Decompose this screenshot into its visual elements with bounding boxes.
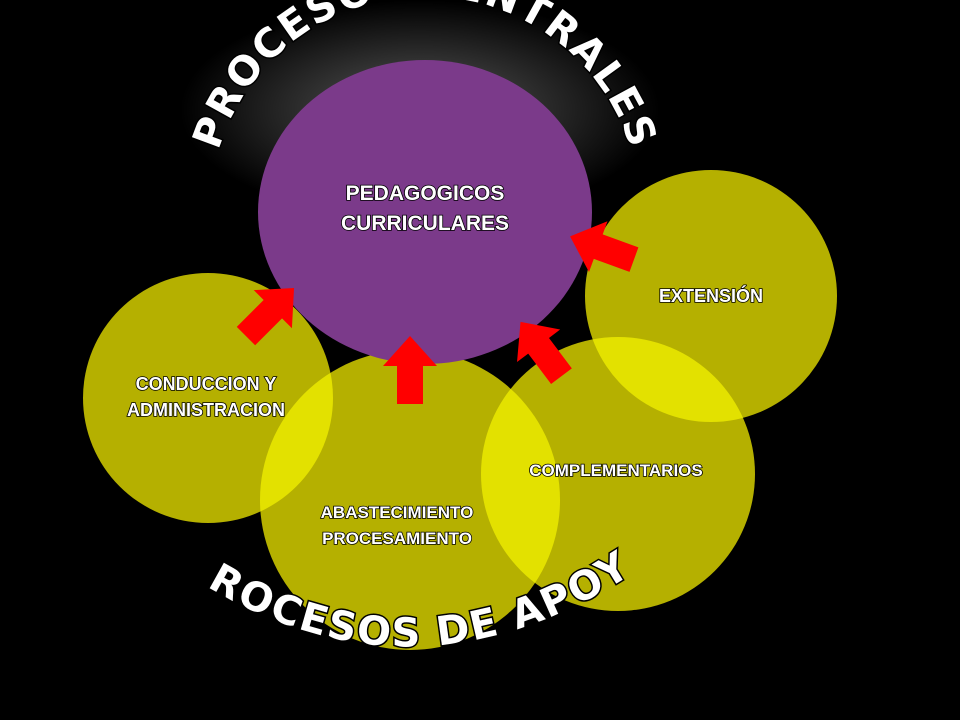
- abastecimiento-label-line2: PROCESAMIENTO: [322, 529, 472, 548]
- overlap-complementarios-extension: [585, 337, 755, 422]
- arrow-abastecimiento-to-pedagogicos: [383, 336, 437, 404]
- conduccion-label-line2: ADMINISTRACION: [127, 400, 285, 420]
- extension-label: EXTENSIÓN: [659, 285, 763, 306]
- arrow-conduccion-to-pedagogicos: [236, 287, 295, 346]
- arrow-complementarios-to-pedagogicos: [517, 321, 572, 384]
- pedagogicos-circle[interactable]: [258, 60, 592, 364]
- pedagogicos-label-line1: PEDAGOGICOS: [346, 182, 505, 205]
- arrow-extension-to-pedagogicos: [570, 221, 639, 273]
- abastecimiento-label-line1: ABASTECIMIENTO: [321, 503, 474, 522]
- overlap-conduccion-abastecimiento: [260, 350, 333, 523]
- pedagogicos-label-line2: CURRICULARES: [341, 212, 509, 235]
- conduccion-label-line1: CONDUCCION Y: [136, 374, 277, 394]
- abastecimiento-circle[interactable]: [260, 350, 560, 650]
- complementarios-label: COMPLEMENTARIOS: [529, 461, 702, 480]
